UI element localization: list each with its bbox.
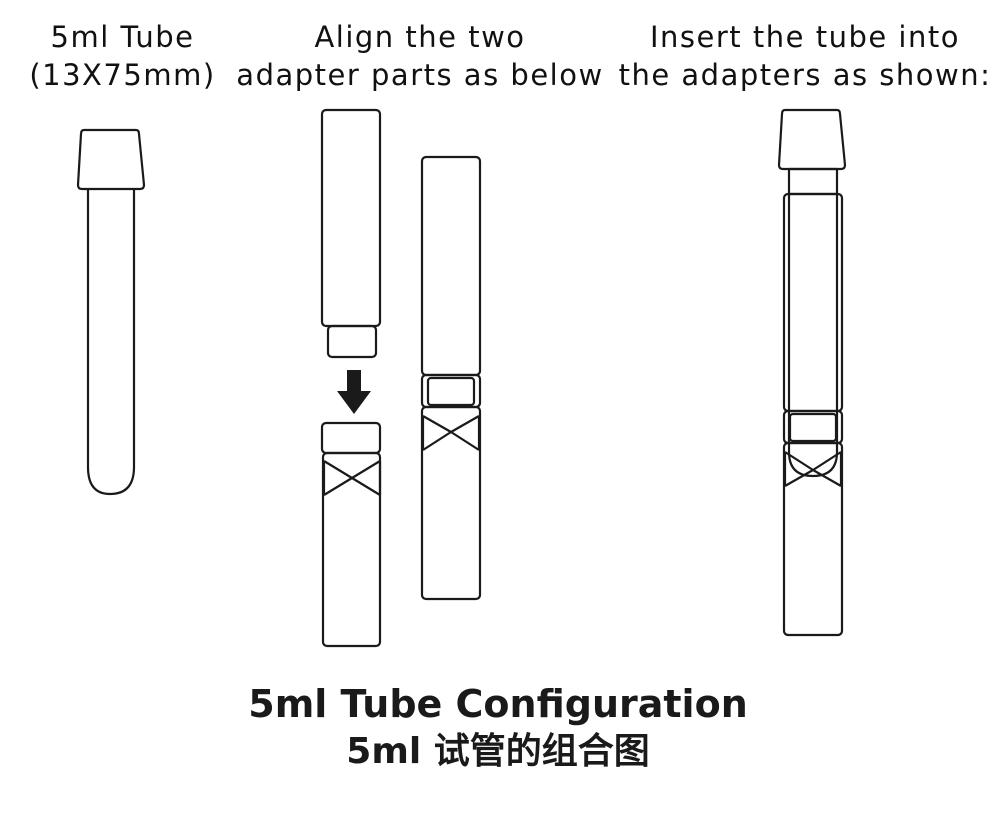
adapter-lower-top-slot — [320, 421, 382, 455]
inserted-adapter-lower — [782, 441, 844, 637]
adapter-lower-bowtie — [322, 460, 382, 496]
adapter-assembled-lower — [420, 405, 482, 601]
tube-in-adapter-illustration — [777, 108, 847, 637]
inserted-adapter-upper — [782, 192, 844, 413]
tube-illustration — [76, 128, 146, 496]
adapter-assembled-joint — [420, 373, 482, 409]
inserted-tube-cap — [777, 108, 847, 171]
align-caption-line1: Align the two — [314, 20, 526, 54]
align-caption: Align the two adapter parts as below — [235, 18, 605, 94]
adapter-assembled-upper — [420, 155, 482, 377]
title-english: 5ml Tube Configuration — [248, 682, 748, 726]
down-arrow-icon — [337, 370, 371, 414]
insert-caption: Insert the tube into the adapters as sho… — [615, 18, 995, 94]
insert-caption-line2: the adapters as shown: — [618, 58, 992, 92]
inserted-tube-neck — [787, 167, 839, 196]
tube-caption-line2: (13X75mm) — [29, 58, 216, 92]
adapter-upper-plug — [326, 324, 378, 359]
tube-caption-line1: 5ml Tube — [50, 20, 195, 54]
adapter-upper-sleeve — [320, 108, 382, 328]
title-chinese: 5ml 试管的组合图 — [346, 731, 650, 772]
inserted-adapter-joint — [782, 409, 844, 445]
adapter-assembled-bowtie — [421, 415, 481, 451]
adapter-assembled-plug — [426, 376, 476, 407]
adapter-upper-part — [320, 108, 382, 359]
adapter-lower-body — [321, 451, 382, 648]
align-caption-line2: adapter parts as below — [236, 58, 604, 92]
adapter-assembled — [420, 155, 482, 601]
tube-cap — [76, 128, 146, 191]
tube-body — [86, 189, 136, 496]
insert-caption-line1: Insert the tube into — [650, 20, 960, 54]
inserted-adapter-bowtie — [783, 451, 843, 487]
inserted-tube-bottom — [787, 440, 839, 478]
inserted-adapter-plug — [788, 412, 838, 443]
adapter-lower-part — [320, 421, 382, 648]
tube-caption: 5ml Tube (13X75mm) — [20, 18, 225, 94]
